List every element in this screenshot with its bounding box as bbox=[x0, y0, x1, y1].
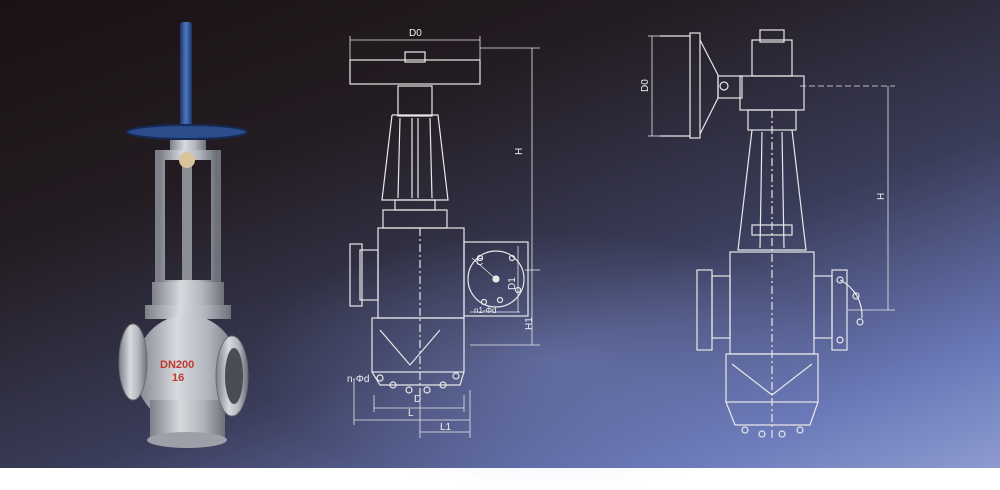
front-dim-n-phi-d: n-Φd bbox=[347, 374, 369, 385]
photo-left-flange bbox=[118, 323, 148, 401]
valve-photo: DN200 16 bbox=[118, 22, 249, 448]
photo-valve-body bbox=[135, 315, 239, 425]
photo-marking-1: DN200 bbox=[160, 359, 194, 371]
side-dim-d0: D0 bbox=[640, 79, 651, 92]
front-flange-view bbox=[463, 241, 529, 317]
front-view-drawing: D0 H H1 D1 C n1-Φd n-Φd D L L1 bbox=[347, 28, 540, 438]
front-handwheel bbox=[349, 59, 481, 85]
front-dim-h: H bbox=[514, 148, 525, 155]
side-view-drawing: D0 H bbox=[640, 29, 895, 440]
side-handwheel bbox=[689, 32, 701, 139]
front-dim-h1: H1 bbox=[524, 317, 535, 330]
photo-handwheel bbox=[126, 124, 248, 140]
front-dim-d1: D1 bbox=[507, 277, 518, 290]
photo-stem bbox=[180, 22, 192, 130]
front-dim-d0: D0 bbox=[409, 28, 422, 39]
side-dim-h: H bbox=[876, 193, 887, 200]
front-dim-d: D bbox=[414, 394, 421, 405]
front-dim-l1: L1 bbox=[440, 422, 452, 433]
photo-marking-2: 16 bbox=[172, 372, 184, 384]
front-dim-c: C bbox=[476, 257, 483, 268]
front-dim-n1-phi-d: n1-Φd bbox=[474, 306, 496, 315]
front-dim-l: L bbox=[408, 408, 414, 419]
